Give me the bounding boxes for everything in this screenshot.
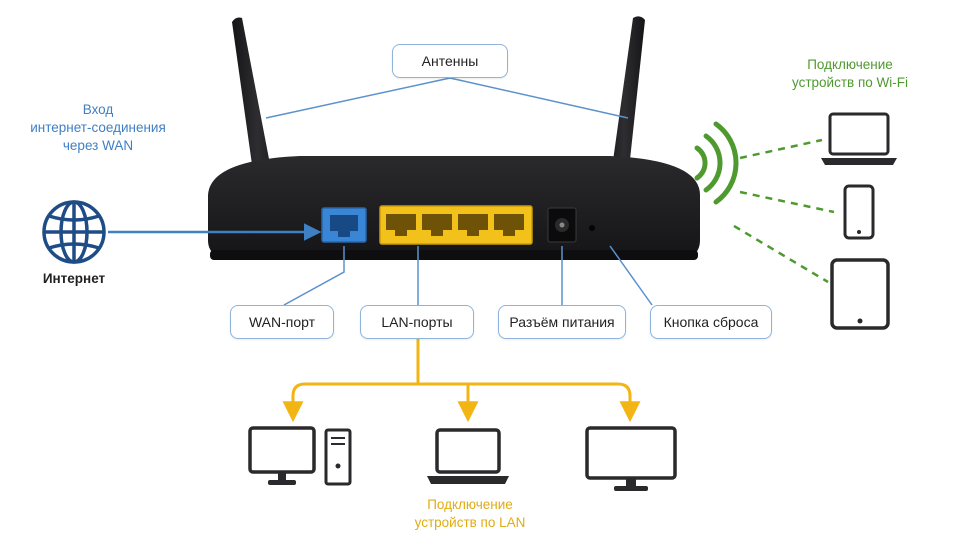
internet-label: Интернет — [42, 271, 106, 286]
antennas-label: Антенны — [392, 44, 508, 78]
wifi-caption-line: устройств по Wi-Fi — [792, 75, 908, 90]
wan-port — [321, 207, 367, 243]
wifi-caption: Подключение устройств по Wi-Fi — [770, 56, 930, 92]
power-jack-label: Разъём питания — [498, 305, 626, 339]
lan-distribution — [282, 336, 641, 423]
lan-caption-line: устройств по LAN — [414, 515, 526, 530]
desktop-pc-icon — [248, 426, 352, 486]
power-jack — [547, 207, 577, 243]
wifi-signal-icon — [694, 121, 739, 205]
wifi-caption-line: Подключение — [807, 57, 893, 72]
globe-icon — [42, 200, 106, 264]
smartphone-icon — [843, 184, 875, 240]
wan-port-label: WAN-порт — [230, 305, 334, 339]
reset-button — [589, 225, 595, 231]
lan-caption: Подключение устройств по LAN — [390, 496, 550, 532]
lan-caption-line: Подключение — [427, 497, 513, 512]
lan-ports-label: LAN-порты — [360, 305, 474, 339]
wan-input-caption: Вход интернет-соединения через WAN — [8, 101, 188, 155]
wan-input-caption-line: через WAN — [62, 138, 134, 153]
reset-button-label: Кнопка сброса — [650, 305, 772, 339]
lan-ports — [379, 205, 533, 245]
wan-input-caption-line: интернет-соединения — [30, 120, 166, 135]
laptop-icon — [427, 428, 509, 484]
tablet-icon — [830, 258, 890, 330]
wan-input-caption-line: Вход — [82, 102, 114, 117]
monitor-icon — [585, 426, 677, 491]
wifi-links — [733, 138, 835, 284]
laptop-icon — [821, 112, 897, 165]
callout-connectors — [265, 77, 653, 306]
